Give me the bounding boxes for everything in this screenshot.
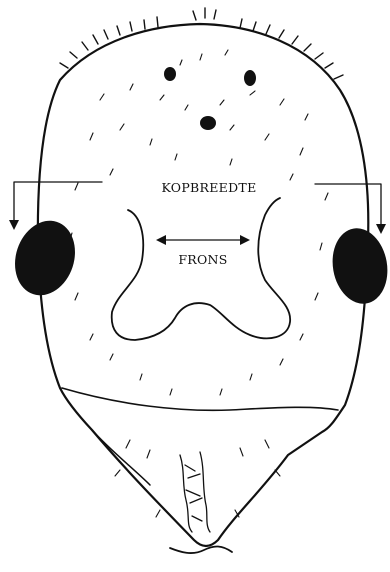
frons-arrowhead-left <box>156 235 166 245</box>
clypeus-margin <box>62 388 338 410</box>
frons-arrowhead-right <box>240 235 250 245</box>
compound-eye-right <box>327 224 390 308</box>
ocellus-left <box>164 67 176 81</box>
head-width-arrowhead-left <box>9 220 19 230</box>
mandible-tips <box>170 546 232 553</box>
ocellus-right <box>244 70 256 86</box>
head-bristles <box>60 8 343 79</box>
head-width-arrowhead-right <box>376 224 386 234</box>
head-width-arrow-right <box>315 184 381 226</box>
head-width-label: KOPBREEDTE <box>162 180 257 195</box>
head-width-arrow-left <box>14 182 102 222</box>
ocellus-median <box>200 116 216 130</box>
frons-label: FRONS <box>178 252 227 267</box>
frontal-lobes <box>112 198 290 340</box>
mandible-hairs <box>115 440 280 517</box>
mandible-left <box>92 430 150 485</box>
face-stipple <box>70 50 328 395</box>
compound-eye-left <box>6 213 85 303</box>
mouthparts <box>180 452 210 532</box>
